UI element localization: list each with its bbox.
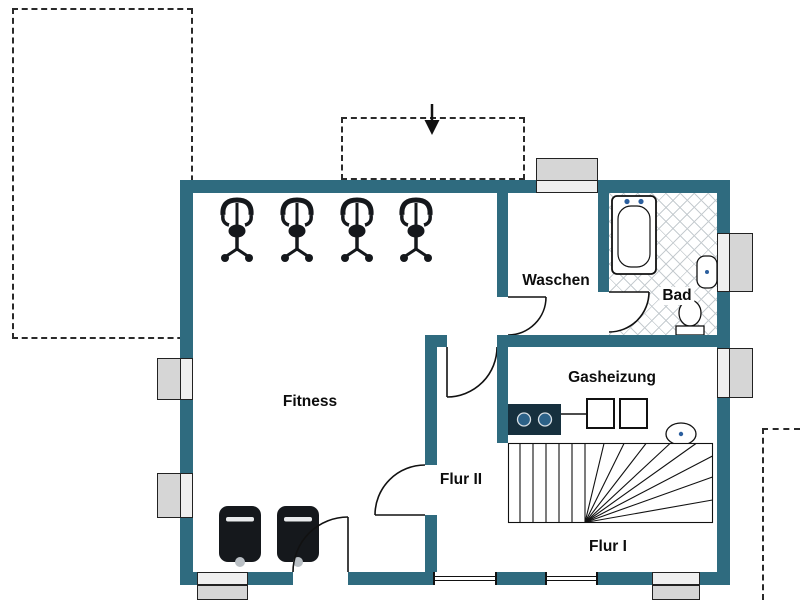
sink-icon — [696, 255, 718, 289]
window-icon — [536, 180, 598, 193]
door-swing-waschen-icon — [507, 296, 547, 336]
window-icon — [180, 473, 193, 518]
room-label-flur1: Flur I — [589, 538, 627, 555]
door-swing-fitness-icon — [374, 464, 426, 516]
room-label-bad: Bad — [659, 287, 695, 305]
wall-exterior-left-b — [180, 400, 193, 473]
window-icon — [157, 358, 181, 400]
window-icon — [717, 348, 730, 398]
wall-exterior-right-a — [717, 180, 730, 233]
wall-exterior-bottom-d — [497, 572, 545, 585]
bathtub-icon — [611, 195, 657, 275]
wall-exterior-bottom-c — [348, 572, 433, 585]
staircase-icon — [507, 442, 714, 524]
window-icon — [157, 473, 181, 518]
exercise-bike-icon — [341, 200, 373, 262]
dashed-outline-right — [762, 428, 800, 600]
window-icon — [197, 585, 248, 600]
window-icon — [729, 348, 753, 398]
window-icon — [729, 233, 753, 292]
wall-fitness-flur2-lower — [425, 515, 437, 572]
wall-exterior-bottom-b — [248, 572, 293, 585]
lounger-icon — [219, 506, 261, 567]
dashed-outline-left — [12, 8, 193, 339]
wall-waschen-bad — [598, 193, 609, 292]
window-icon — [536, 158, 598, 181]
room-label-waschen: Waschen — [522, 272, 590, 289]
wall-flur2-gasheizung — [497, 335, 508, 443]
wall-exterior-right-c — [717, 398, 730, 585]
wall-exterior-top-a — [180, 180, 536, 193]
glazed-door-icon — [545, 572, 598, 585]
wall-fitness-flur2-upper — [425, 335, 437, 465]
room-label-flur2: Flur II — [439, 471, 483, 488]
exercise-bike-icon — [221, 200, 253, 262]
lounger-icon — [277, 506, 319, 567]
wall-exterior-bottom-a — [180, 572, 197, 585]
door-swing-entrance-icon — [292, 516, 349, 573]
wall-exterior-right-b — [717, 292, 730, 348]
room-label-gasheizung: Gasheizung — [568, 369, 656, 386]
wall-exterior-left-c — [180, 518, 193, 585]
glazed-door-icon — [433, 572, 497, 585]
basin-icon — [665, 422, 697, 446]
exercise-bike-icon — [400, 200, 432, 262]
door-swing-flur2-icon — [446, 346, 498, 398]
wall-exterior-top-b — [598, 180, 730, 193]
window-icon — [652, 572, 700, 585]
gas-heater-icon — [508, 398, 648, 435]
toilet-icon — [675, 299, 705, 336]
direction-arrow-icon — [424, 104, 440, 135]
window-icon — [197, 572, 248, 585]
wall-mid-horizontal — [497, 335, 717, 347]
window-icon — [717, 233, 730, 292]
window-icon — [652, 585, 700, 600]
wall-waschen-left — [497, 193, 508, 297]
exercise-bike-icon — [281, 200, 313, 262]
window-icon — [180, 358, 193, 400]
door-swing-bad-icon — [608, 291, 650, 333]
room-label-fitness: Fitness — [282, 393, 338, 410]
wall-exterior-bottom-f — [700, 572, 730, 585]
wall-exterior-left-a — [180, 180, 193, 358]
wall-exterior-bottom-e — [598, 572, 652, 585]
